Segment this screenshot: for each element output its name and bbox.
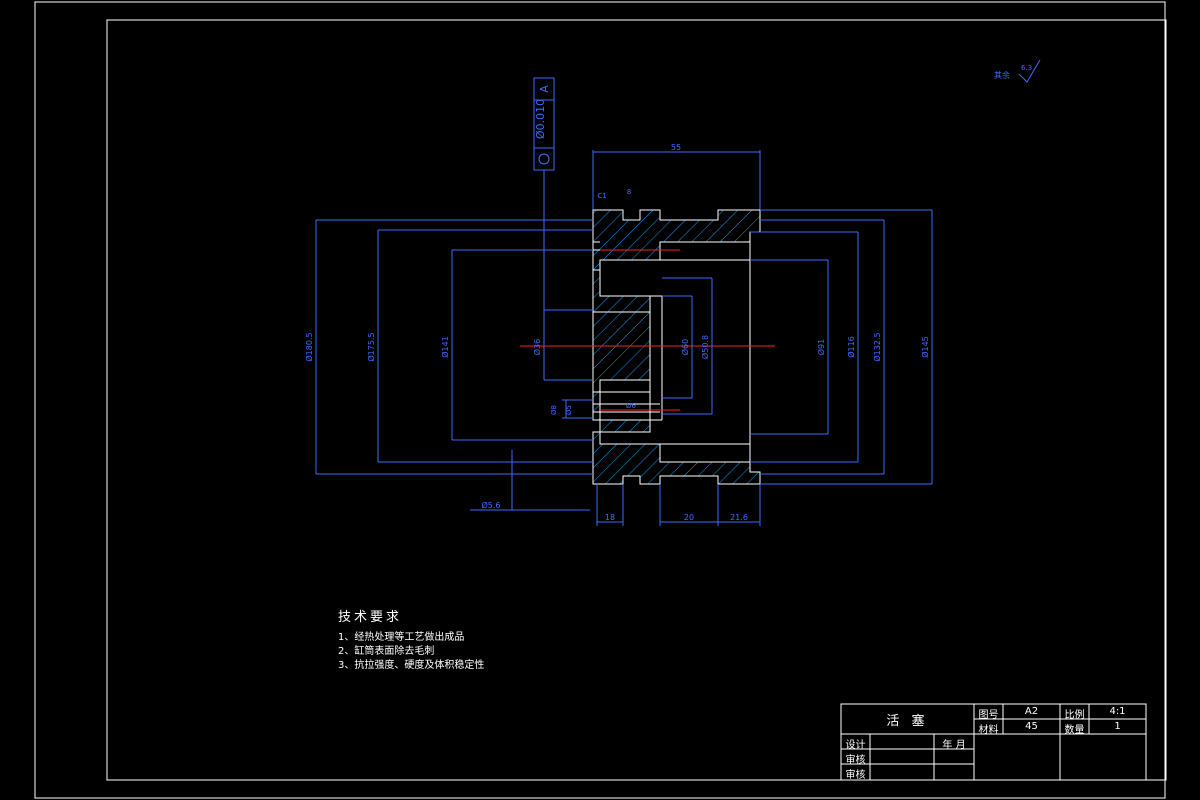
tech-requirement-item: 1、经热处理等工艺做出成品 bbox=[338, 632, 465, 643]
svg-text:C1: C1 bbox=[597, 192, 606, 200]
svg-text:A: A bbox=[538, 85, 551, 93]
svg-text:Ø180.5: Ø180.5 bbox=[304, 332, 314, 361]
roughness-symbol: 其余 6.3 bbox=[994, 59, 1041, 83]
svg-text:Ø141: Ø141 bbox=[440, 336, 450, 358]
tech-requirement-item: 3、抗拉强度、硬度及体积稳定性 bbox=[338, 660, 485, 671]
tech-requirement-item: 2、缸筒表面除去毛刺 bbox=[338, 646, 435, 657]
svg-text:Ø0.010: Ø0.010 bbox=[534, 99, 547, 139]
svg-text:Ø36: Ø36 bbox=[532, 339, 542, 355]
svg-text:Ø8: Ø8 bbox=[550, 405, 558, 415]
svg-text:Ø6: Ø6 bbox=[626, 402, 637, 410]
bottom-dimensions bbox=[596, 484, 761, 526]
svg-text:Ø175.5: Ø175.5 bbox=[366, 332, 376, 361]
drawing-no-label: 图号 bbox=[978, 710, 999, 721]
svg-text:18: 18 bbox=[605, 513, 615, 522]
checker-label: 审核 bbox=[845, 755, 866, 766]
tech-requirements-title: 技术要求 bbox=[338, 610, 403, 625]
quantity-value: 1 bbox=[1114, 721, 1121, 732]
scale-value: 4:1 bbox=[1109, 706, 1126, 717]
center-lines bbox=[520, 249, 775, 411]
svg-text:55: 55 bbox=[671, 143, 681, 152]
svg-text:Ø116: Ø116 bbox=[846, 336, 856, 358]
tolerance-frame: A Ø0.010 bbox=[533, 77, 555, 380]
svg-text:Ø91: Ø91 bbox=[816, 339, 826, 355]
title-block-grid bbox=[840, 703, 1147, 781]
scale-label: 比例 bbox=[1064, 710, 1085, 721]
svg-text:Ø60: Ø60 bbox=[680, 339, 690, 355]
part-name: 活 塞 bbox=[886, 714, 929, 729]
material-value: 45 bbox=[1025, 721, 1038, 732]
designer-label: 设计 bbox=[845, 740, 866, 751]
right-dimensions bbox=[662, 209, 933, 485]
drawing-no-value: A2 bbox=[1024, 706, 1039, 717]
part-section bbox=[592, 209, 761, 485]
svg-text:Ø132.5: Ø132.5 bbox=[872, 332, 882, 361]
approver-label: 审核 bbox=[845, 770, 866, 781]
svg-text:Ø5.6: Ø5.6 bbox=[481, 500, 500, 510]
material-label: 材料 bbox=[978, 725, 999, 736]
tech-requirements: 技术要求 1、经热处理等工艺做出成品 2、缸筒表面除去毛刺 3、抗拉强度、硬度及… bbox=[338, 606, 484, 673]
title-block: 活 塞 图号 A2 比例 4:1 材料 45 数量 1 设计 年 月 审核 审核 bbox=[841, 704, 1146, 781]
groove-dimensions bbox=[562, 399, 593, 419]
svg-text:Ø50.8: Ø50.8 bbox=[700, 335, 710, 359]
dim-overall-length: 55 bbox=[592, 143, 761, 212]
quantity-label: 数量 bbox=[1064, 725, 1085, 736]
inner-border bbox=[106, 19, 1167, 781]
svg-text:21.6: 21.6 bbox=[730, 513, 748, 522]
outer-border bbox=[34, 1, 1166, 799]
svg-text:其余: 其余 bbox=[994, 70, 1010, 80]
svg-text:20: 20 bbox=[684, 513, 694, 522]
svg-text:Ø5: Ø5 bbox=[565, 405, 573, 415]
svg-text:6.3: 6.3 bbox=[1021, 64, 1032, 72]
svg-text:Ø145: Ø145 bbox=[920, 336, 930, 358]
date-label: 年 月 bbox=[942, 740, 966, 751]
svg-text:8: 8 bbox=[627, 188, 631, 196]
left-dimensions bbox=[315, 219, 593, 511]
